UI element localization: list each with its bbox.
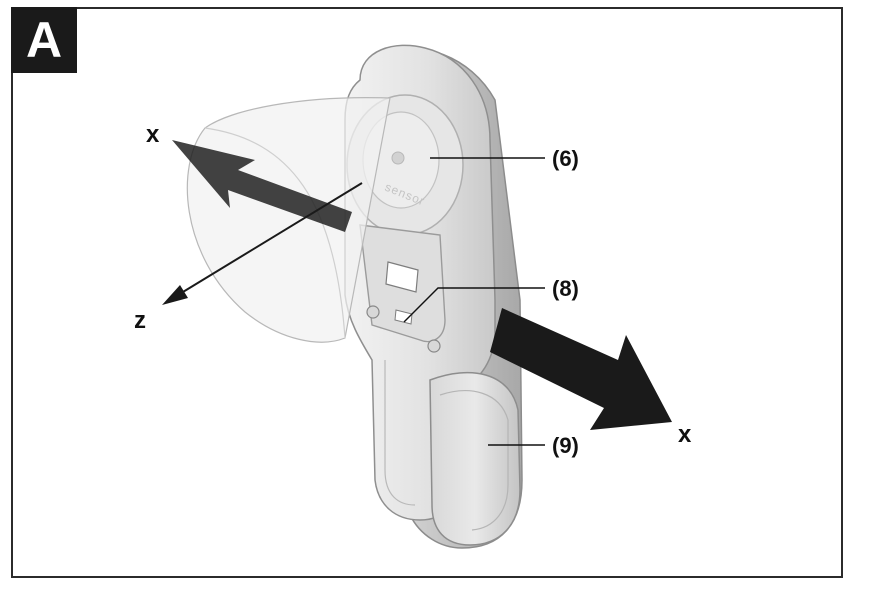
callout-8: (8) xyxy=(552,276,579,301)
callout-9: (9) xyxy=(552,433,579,458)
leader-line-8 xyxy=(403,287,545,323)
axis-z-arrowhead xyxy=(162,285,188,305)
handle-ridge xyxy=(439,390,509,531)
callout-6: (6) xyxy=(552,146,579,171)
axis-x-lower-arrow xyxy=(490,308,672,430)
axis-label-z: z xyxy=(134,307,146,334)
detection-cone-edge xyxy=(204,127,346,339)
handle-ridge-inner xyxy=(384,360,416,506)
axis-label-x-lower: x xyxy=(678,421,692,448)
handle-grip xyxy=(429,371,521,546)
axis-x-upper-arrow xyxy=(172,140,352,232)
sensor-window-slot xyxy=(385,261,419,293)
panel-letter: A xyxy=(11,7,77,73)
screw-right xyxy=(427,339,441,353)
sensor-center-dot xyxy=(391,151,405,165)
axis-label-x-upper: x xyxy=(146,121,160,148)
axis-z-line xyxy=(177,182,363,296)
sensor-window-notch xyxy=(394,309,413,325)
screw-left xyxy=(366,305,380,319)
